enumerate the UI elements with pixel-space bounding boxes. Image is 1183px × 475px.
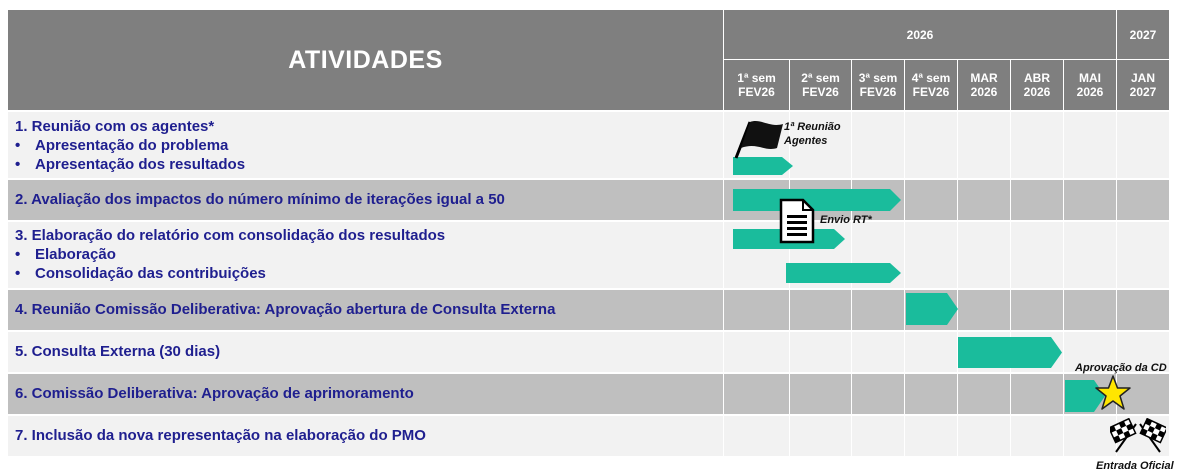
grid-line — [1116, 112, 1117, 456]
year-2026-header: 2026 — [724, 10, 1116, 59]
milestone-official-entry-label: Entrada Oficial — [1096, 460, 1174, 472]
period-header: MAI 2026 — [1064, 60, 1116, 110]
activity-7-title: 7. Inclusão da nova representação na ela… — [15, 427, 426, 444]
grid-line — [904, 112, 905, 456]
activity-row — [8, 222, 1169, 288]
activity-2-title: 2. Avaliação dos impactos do número míni… — [15, 191, 505, 208]
activity-1-sub-1: Apresentação do problema — [35, 137, 229, 154]
grid-line — [1063, 112, 1064, 456]
gantt-bar-activity-5 — [958, 337, 1062, 368]
milestone-cd-approval-label: Aprovação da CD — [1075, 362, 1167, 374]
activity-row — [8, 112, 1169, 178]
bullet: • — [15, 265, 21, 282]
checkered-flags-icon — [1110, 418, 1166, 453]
period-header: JAN 2027 — [1117, 60, 1169, 110]
period-header: 2ª sem FEV26 — [790, 60, 851, 110]
period-header: 4ª sem FEV26 — [905, 60, 957, 110]
activity-3-title: 3. Elaboração do relatório com consolida… — [15, 227, 446, 244]
gantt-bar-activity-3-consolidacao — [786, 263, 901, 283]
milestone-send-rt-label: Envio RT* — [820, 214, 872, 226]
grid-line — [723, 112, 724, 456]
year-2027-header: 2027 — [1117, 10, 1169, 59]
period-header: 3ª sem FEV26 — [852, 60, 904, 110]
activity-3-sub-2: Consolidação das contribuições — [35, 265, 266, 282]
activities-header: ATIVIDADES — [8, 10, 723, 110]
activity-row — [8, 180, 1169, 220]
document-icon — [779, 198, 815, 244]
star-icon — [1095, 375, 1131, 410]
bullet: • — [15, 137, 21, 154]
bullet: • — [15, 156, 21, 173]
gantt-bar-activity-2 — [733, 189, 901, 211]
flag-icon — [734, 121, 783, 159]
gantt-bar-activity-4 — [906, 293, 958, 325]
grid-line — [957, 112, 958, 456]
activity-row — [8, 290, 1169, 330]
period-header: ABR 2026 — [1011, 60, 1063, 110]
activity-4-title: 4. Reunião Comissão Deliberativa: Aprova… — [15, 301, 556, 318]
activity-row — [8, 374, 1169, 414]
grid-line — [1010, 112, 1011, 456]
period-header: 1ª sem FEV26 — [724, 60, 789, 110]
activity-1-title: 1. Reunião com os agentes* — [15, 118, 215, 135]
gantt-bar-activity-1 — [733, 157, 793, 175]
activity-row — [8, 416, 1169, 456]
bullet: • — [15, 246, 21, 263]
activity-3-sub-1: Elaboração — [35, 246, 116, 263]
grid-line — [789, 112, 790, 456]
milestone-first-meeting-label: 1ª Reunião Agentes — [784, 121, 841, 147]
activity-6-title: 6. Comissão Deliberativa: Aprovação de a… — [15, 385, 414, 402]
grid-line — [851, 112, 852, 456]
activity-1-sub-2: Apresentação dos resultados — [35, 156, 246, 173]
activity-5-title: 5. Consulta Externa (30 dias) — [15, 343, 221, 360]
period-header: MAR 2026 — [958, 60, 1010, 110]
